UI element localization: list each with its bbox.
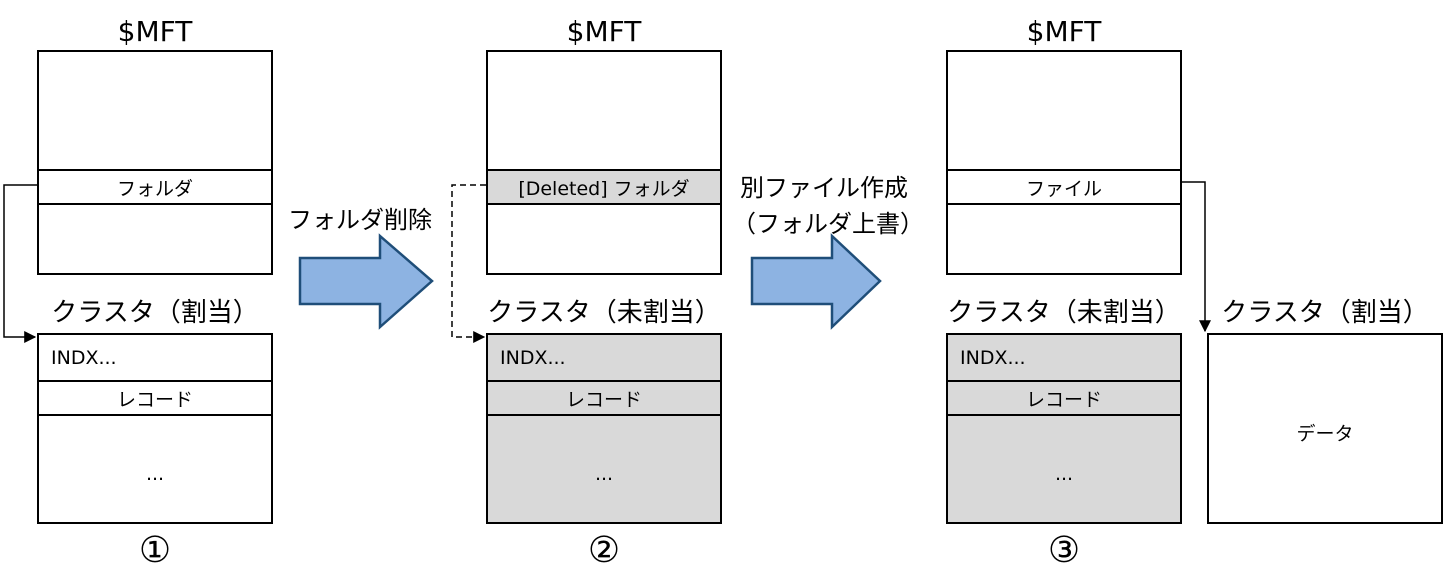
panel3-number: ③ [1047,530,1081,571]
step2-label-line1: 別ファイル作成 [740,174,908,202]
panel2-mft-box: [Deleted] フォルダ [486,50,722,275]
panel3-mft-title: $MFT [1026,15,1102,48]
panel2-mft-title: $MFT [566,15,642,48]
step2-label-line2: （フォルダ上書） [732,210,924,238]
panel2-record-row: レコード [488,380,720,416]
panel1-mft-folder-entry: フォルダ [39,169,271,205]
panel1-mft-title: $MFT [117,15,193,48]
panel3-mft-box: ファイル [946,50,1182,275]
panel1-number: ① [138,530,172,571]
panel1-cluster-title: クラスタ（割当） [51,298,259,328]
panel1-cluster-box: INDX... レコード ... [37,333,273,524]
panel2-cluster-title: クラスタ（未割当） [487,298,721,328]
panel2-number: ② [587,530,621,571]
panel3-cluster-title: クラスタ（未割当） [947,298,1181,328]
step1-block-arrow [298,233,434,330]
panel2-mft-deleted-entry: [Deleted] フォルダ [488,169,720,205]
step1-label: フォルダ削除 [288,206,432,234]
panel2-cluster-box: INDX... レコード ... [486,333,722,524]
panel1-record-row: レコード [39,380,271,416]
panel3-cluster-box: INDX... レコード ... [946,333,1182,524]
panel4-data-text: データ [1296,423,1354,445]
panel2-ellipsis: ... [594,463,614,485]
panel3-ellipsis: ... [1054,463,1074,485]
panel1-ellipsis: ... [145,463,165,485]
panel4-cluster-title: クラスタ（割当） [1221,298,1429,328]
panel3-mft-file-entry: ファイル [948,169,1180,205]
panel3-record-row: レコード [948,380,1180,416]
panel1-indx-row: INDX... [51,347,117,369]
panel1-link-line [3,184,37,343]
step2-block-arrow [750,233,882,330]
panel1-mft-box: フォルダ [37,50,273,275]
panel3-link-line [1182,181,1211,333]
panel3-indx-row: INDX... [960,347,1026,369]
panel4-data-box: データ [1207,333,1443,524]
panel2-indx-row: INDX... [500,347,566,369]
panel2-dashed-link-line [451,184,486,343]
